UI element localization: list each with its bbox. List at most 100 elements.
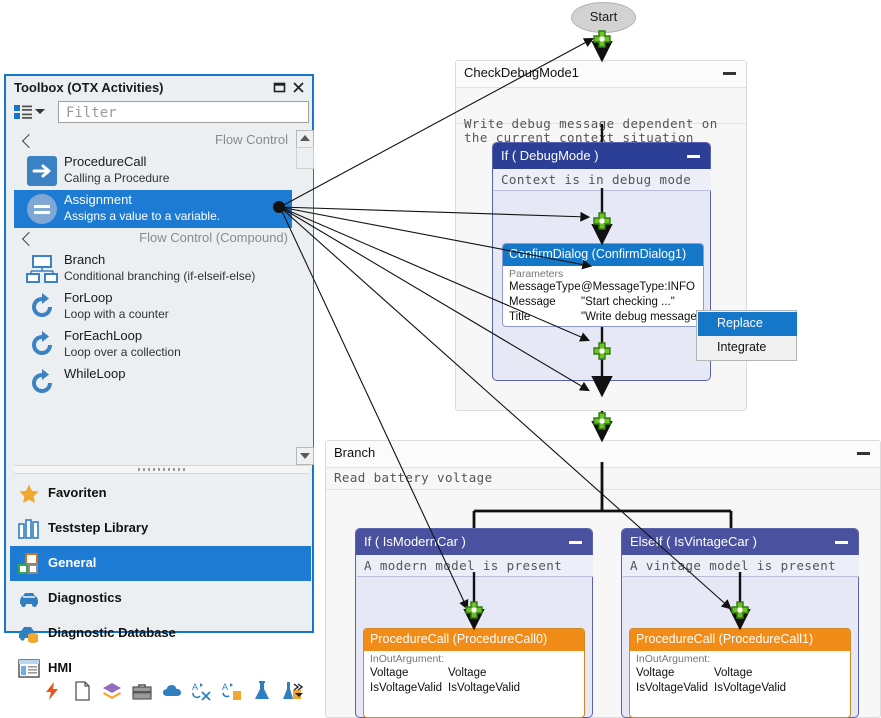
item-desc: Loop over a collection bbox=[64, 345, 181, 359]
equals-icon bbox=[26, 193, 58, 225]
chevron-double-icon[interactable] bbox=[292, 683, 306, 699]
toolbox-icon[interactable] bbox=[132, 681, 152, 701]
context-menu[interactable]: Replace Integrate bbox=[696, 310, 797, 361]
procedurecall0-section-label: InOutArgument: bbox=[370, 653, 445, 665]
procedurecall0-node[interactable]: ProcedureCall (ProcedureCall0) InOutArgu… bbox=[363, 628, 585, 718]
start-node[interactable]: Start bbox=[571, 2, 636, 33]
svg-text:A: A bbox=[192, 682, 198, 692]
minimize-icon[interactable] bbox=[569, 541, 582, 544]
param-value: "Start checking ..." bbox=[581, 296, 675, 308]
procedurecall0-header: ProcedureCall (ProcedureCall0) bbox=[364, 629, 584, 651]
loop-icon bbox=[26, 291, 58, 323]
toolbox-scrollbar[interactable] bbox=[295, 130, 314, 465]
item-name: ForEachLoop bbox=[64, 328, 143, 343]
sidebar-item-label: General bbox=[48, 555, 97, 570]
minimize-icon[interactable] bbox=[857, 452, 870, 455]
group-label: Flow Control (Compound) bbox=[139, 230, 288, 245]
confirmdialog-section-label: Parameters bbox=[509, 268, 564, 280]
param-value: "Write debug message bbox=[581, 311, 697, 323]
toolbox-item-procedurecall[interactable]: ProcedureCall Calling a Procedure bbox=[14, 152, 292, 190]
if-debugmode-description: Context is in debug mode bbox=[501, 172, 692, 187]
param-key: Message bbox=[509, 296, 556, 308]
sidebar-item-label: Favoriten bbox=[48, 485, 107, 500]
if-ismoderncar-title: If ( IsModernCar ) bbox=[364, 534, 466, 549]
search-input[interactable]: Filter bbox=[58, 101, 309, 123]
scrollbar-thumb[interactable] bbox=[296, 147, 314, 169]
confirmdialog-header: ConfirmDialog (ConfirmDialog1) bbox=[503, 244, 703, 266]
toolbox-item-foreachloop[interactable]: ForEachLoop Loop over a collection bbox=[14, 326, 292, 364]
toolbox-activity-list: Flow Control ProcedureCall Calling a Pro… bbox=[14, 130, 309, 463]
document-icon[interactable] bbox=[72, 681, 92, 701]
confirmdialog-node[interactable]: ConfirmDialog (ConfirmDialog1) Parameter… bbox=[502, 243, 704, 327]
sidebar-item-diagnostic-database[interactable]: Diagnostic Database bbox=[10, 616, 311, 651]
item-desc: Assigns a value to a variable. bbox=[64, 209, 221, 223]
lightning-icon[interactable] bbox=[42, 681, 62, 701]
toolbox-title: Toolbox (OTX Activities) bbox=[14, 80, 164, 95]
confirmdialog-title: ConfirmDialog (ConfirmDialog1) bbox=[509, 247, 687, 261]
if-ismoderncar-description: A modern model is present bbox=[364, 558, 563, 573]
toolbox-item-whileloop[interactable]: WhileLoop bbox=[14, 364, 292, 402]
toolbox-item-branch[interactable]: Branch Conditional branching (if-elseif-… bbox=[14, 250, 292, 288]
toolbox-item-forloop[interactable]: ForLoop Loop with a counter bbox=[14, 288, 292, 326]
context-menu-item-integrate[interactable]: Integrate bbox=[698, 336, 797, 360]
if-debugmode-descbar: Context is in debug mode bbox=[494, 169, 711, 191]
item-name: WhileLoop bbox=[64, 366, 126, 381]
menu-item-label: Integrate bbox=[717, 340, 767, 354]
branch-descbar: Read battery voltage bbox=[326, 467, 880, 490]
item-name: Assignment bbox=[64, 192, 132, 207]
elseif-isvintagecar-description: A vintage model is present bbox=[630, 558, 837, 573]
arrow-right-icon bbox=[26, 155, 58, 187]
start-label: Start bbox=[589, 9, 618, 24]
collapse-arrow-icon bbox=[21, 133, 37, 149]
sidebar-item-general[interactable]: General bbox=[10, 546, 311, 581]
elseif-isvintagecar-descbar: A vintage model is present bbox=[623, 555, 859, 577]
scroll-up-icon[interactable] bbox=[296, 130, 314, 148]
sidebar-item-label: Teststep Library bbox=[48, 520, 149, 535]
toolbox-item-assignment[interactable]: Assignment Assigns a value to a variable… bbox=[14, 190, 292, 228]
star-icon bbox=[18, 483, 40, 505]
checkdebugmode-descbar: Write debug message dependent on the cur… bbox=[456, 87, 746, 145]
sidebar-item-teststep-library[interactable]: Teststep Library bbox=[10, 511, 311, 546]
chevron-down-icon[interactable] bbox=[35, 109, 45, 114]
loop-icon bbox=[26, 329, 58, 361]
list-view-icon[interactable] bbox=[14, 104, 32, 120]
general-blocks-icon bbox=[18, 553, 40, 575]
group-flow-control-compound[interactable]: Flow Control (Compound) bbox=[14, 228, 292, 250]
item-desc: Loop with a counter bbox=[64, 307, 169, 321]
scrollbar-track[interactable] bbox=[296, 147, 312, 447]
param-key: Title bbox=[509, 311, 531, 323]
sidebar-item-favoriten[interactable]: Favoriten bbox=[10, 476, 311, 511]
context-menu-item-replace[interactable]: Replace bbox=[698, 312, 797, 336]
procedurecall1-header: ProcedureCall (ProcedureCall1) bbox=[630, 629, 850, 651]
group-flow-control[interactable]: Flow Control bbox=[14, 130, 292, 152]
sidebar-item-diagnostics[interactable]: Diagnostics bbox=[10, 581, 311, 616]
if-ismoderncar-descbar: A modern model is present bbox=[357, 555, 593, 577]
flask-icon[interactable] bbox=[252, 681, 272, 701]
string-convert-icon[interactable]: A bbox=[192, 681, 212, 701]
procedurecall1-node[interactable]: ProcedureCall (ProcedureCall1) InOutArgu… bbox=[629, 628, 851, 718]
arg-key: Voltage bbox=[636, 667, 675, 679]
cloud-icon[interactable] bbox=[162, 681, 182, 701]
if-debugmode-title: If ( DebugMode ) bbox=[501, 148, 599, 163]
elseif-isvintagecar-header: ElseIf ( IsVintageCar ) bbox=[622, 529, 858, 555]
splitter-grip[interactable] bbox=[14, 465, 309, 474]
minimize-icon[interactable] bbox=[687, 155, 700, 158]
arg-key: Voltage bbox=[370, 667, 409, 679]
minimize-icon[interactable] bbox=[723, 72, 736, 75]
if-debugmode-header: If ( DebugMode ) bbox=[493, 143, 710, 169]
string-list-icon[interactable]: A bbox=[222, 681, 242, 701]
toolbox-icon-strip: A A bbox=[10, 677, 311, 705]
arg-key: IsVoltageValid bbox=[370, 682, 443, 694]
minimize-icon[interactable] bbox=[835, 541, 848, 544]
layers-icon[interactable] bbox=[102, 681, 122, 701]
item-name: Branch bbox=[64, 252, 106, 267]
window-form-icon bbox=[18, 658, 40, 680]
dock-icon[interactable] bbox=[273, 81, 286, 94]
checkdebugmode-header: CheckDebugMode1 bbox=[456, 61, 746, 88]
item-desc: Calling a Procedure bbox=[64, 171, 170, 185]
flask-list-icon[interactable] bbox=[282, 681, 302, 701]
close-icon[interactable] bbox=[292, 81, 305, 94]
sidebar-item-hmi[interactable]: HMI bbox=[10, 651, 311, 686]
param-key: MessageType bbox=[509, 281, 581, 293]
scroll-down-icon[interactable] bbox=[296, 447, 314, 465]
